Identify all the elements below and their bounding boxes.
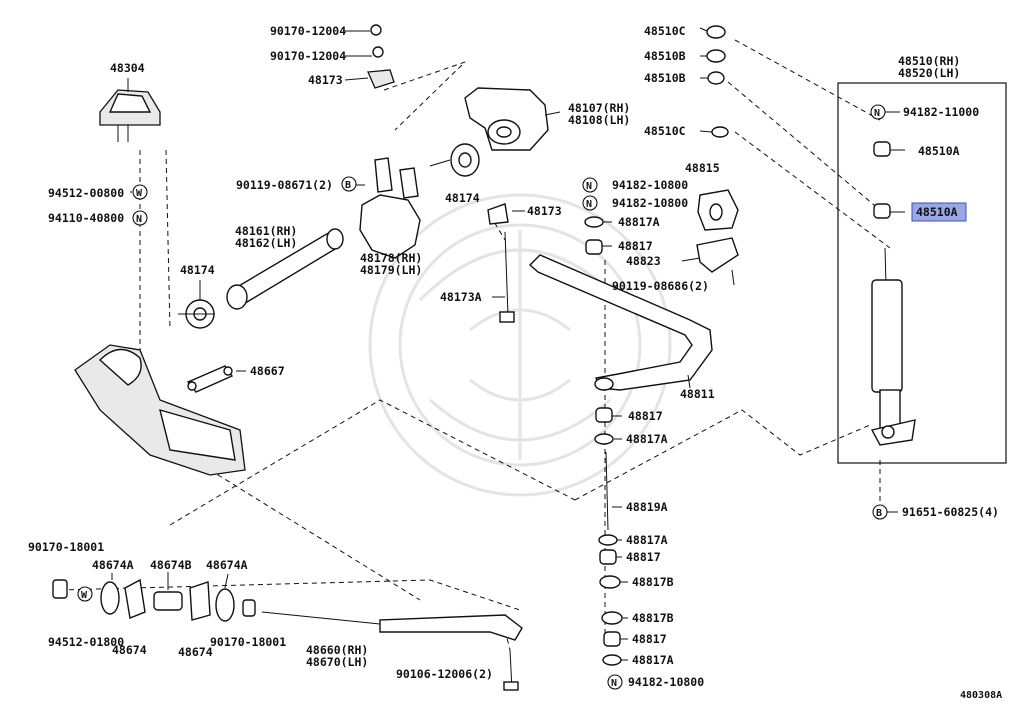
stud-48173A[interactable] xyxy=(499,231,515,323)
label-48817[interactable]: 48817 xyxy=(618,239,653,253)
label-48179[interactable]: 48179(LH) xyxy=(360,263,422,277)
label-48510A[interactable]: 48510A xyxy=(918,144,960,158)
label-90119-08671[interactable]: 90119-08671(2) xyxy=(236,178,333,192)
label-90170-18001[interactable]: 90170-18001 xyxy=(210,635,286,649)
label-94182-10800[interactable]: 94182-10800 xyxy=(612,178,688,192)
label-48674A[interactable]: 48674A xyxy=(206,558,248,572)
shock-absorber-48510[interactable] xyxy=(870,141,916,446)
label-48670[interactable]: 48670(LH) xyxy=(306,655,368,669)
label-90170-12004[interactable]: 90170-12004 xyxy=(270,49,346,63)
shaft-48161[interactable] xyxy=(226,228,344,310)
nut-icon xyxy=(367,24,395,89)
svg-text:N: N xyxy=(874,108,880,119)
label-48667[interactable]: 48667 xyxy=(250,364,285,378)
label-48173-mid[interactable]: 48173 xyxy=(527,204,562,218)
label-48819A[interactable]: 48819A xyxy=(626,500,668,514)
svg-text:N: N xyxy=(586,181,592,192)
svg-text:N: N xyxy=(611,678,617,689)
frame-crossmember[interactable] xyxy=(74,344,246,476)
lower-bushings xyxy=(52,578,256,622)
mount-cushion-48304[interactable] xyxy=(99,89,161,142)
shock-absorber-frame xyxy=(837,82,1007,464)
rod-48660[interactable] xyxy=(261,611,523,641)
label-94512-00800[interactable]: 94512-00800 xyxy=(48,186,124,200)
label-48162[interactable]: 48162(LH) xyxy=(235,236,297,250)
svg-text:N: N xyxy=(586,199,592,210)
label-48660[interactable]: 48660(RH) xyxy=(306,643,368,657)
svg-text:W: W xyxy=(136,188,143,199)
label-48107[interactable]: 48107(RH) xyxy=(568,101,630,115)
part-labels: 90170-12004 90170-12004 48173 48304 9451… xyxy=(28,24,1002,701)
bushing-48174-left[interactable] xyxy=(178,299,215,329)
svg-text:W: W xyxy=(81,590,88,601)
diagram-code: 480308A xyxy=(960,690,1002,701)
label-90106-12006[interactable]: 90106-12006(2) xyxy=(396,667,493,681)
bushing-48815[interactable] xyxy=(697,189,739,231)
bushing-48174-mid[interactable] xyxy=(450,143,480,177)
link-48667[interactable] xyxy=(186,365,234,393)
cushion-48173[interactable] xyxy=(487,203,509,225)
label-48510-rh[interactable]: 48510(RH) xyxy=(898,54,960,68)
label-48304[interactable]: 48304 xyxy=(110,61,145,75)
label-48817B[interactable]: 48817B xyxy=(632,575,674,589)
label-48174[interactable]: 48174 xyxy=(180,263,215,277)
svg-text:B: B xyxy=(345,180,351,191)
label-48817A[interactable]: 48817A xyxy=(626,432,668,446)
label-91651-60825[interactable]: 91651-60825(4) xyxy=(902,505,999,519)
label-48817B[interactable]: 48817B xyxy=(632,611,674,625)
label-48173A[interactable]: 48173A xyxy=(440,290,482,304)
label-48815[interactable]: 48815 xyxy=(685,161,720,175)
label-48817A[interactable]: 48817A xyxy=(618,215,660,229)
label-48510A-highlighted[interactable]: 48510A xyxy=(916,205,958,219)
watermark-emblem xyxy=(368,193,672,497)
label-90170-18001[interactable]: 90170-18001 xyxy=(28,540,104,554)
label-48520-lh[interactable]: 48520(LH) xyxy=(898,66,960,80)
label-94182-10800[interactable]: 94182-10800 xyxy=(612,196,688,210)
label-90170-12004[interactable]: 90170-12004 xyxy=(270,24,346,38)
ref-symbols: B W N N N N B W N xyxy=(77,104,888,690)
label-48817[interactable]: 48817 xyxy=(626,550,661,564)
label-48674A[interactable]: 48674A xyxy=(92,558,134,572)
label-48510C-mid[interactable]: 48510C xyxy=(644,124,686,138)
label-94110-40800[interactable]: 94110-40800 xyxy=(48,211,124,225)
label-94182-11000[interactable]: 94182-11000 xyxy=(903,105,979,119)
washer-icon xyxy=(706,25,729,138)
label-48161[interactable]: 48161(RH) xyxy=(235,224,297,238)
svg-text:B: B xyxy=(876,508,882,519)
label-48510C[interactable]: 48510C xyxy=(644,24,686,38)
label-48173[interactable]: 48173 xyxy=(308,73,343,87)
label-48817A[interactable]: 48817A xyxy=(626,533,668,547)
label-48823[interactable]: 48823 xyxy=(626,254,661,268)
label-48510B[interactable]: 48510B xyxy=(644,49,686,63)
label-48811[interactable]: 48811 xyxy=(680,387,715,401)
svg-text:N: N xyxy=(136,214,142,225)
cushion-stack xyxy=(584,216,623,666)
label-48817[interactable]: 48817 xyxy=(628,409,663,423)
bracket-48823[interactable] xyxy=(696,237,739,273)
label-90119-08686[interactable]: 90119-08686(2) xyxy=(612,279,709,293)
label-48174-mid[interactable]: 48174 xyxy=(445,191,480,205)
bracket-48178[interactable] xyxy=(359,157,421,259)
label-48674[interactable]: 48674 xyxy=(112,643,147,657)
label-48108[interactable]: 48108(LH) xyxy=(568,113,630,127)
bracket-48107[interactable] xyxy=(464,87,549,151)
label-94182-10800[interactable]: 94182-10800 xyxy=(628,675,704,689)
label-48817[interactable]: 48817 xyxy=(632,632,667,646)
label-48817A[interactable]: 48817A xyxy=(632,653,674,667)
label-48674[interactable]: 48674 xyxy=(178,645,213,659)
label-48674B[interactable]: 48674B xyxy=(150,558,192,572)
label-48178[interactable]: 48178(RH) xyxy=(360,251,422,265)
label-94512-01800[interactable]: 94512-01800 xyxy=(48,635,124,649)
label-48510B[interactable]: 48510B xyxy=(644,71,686,85)
highlight-box xyxy=(911,202,967,222)
